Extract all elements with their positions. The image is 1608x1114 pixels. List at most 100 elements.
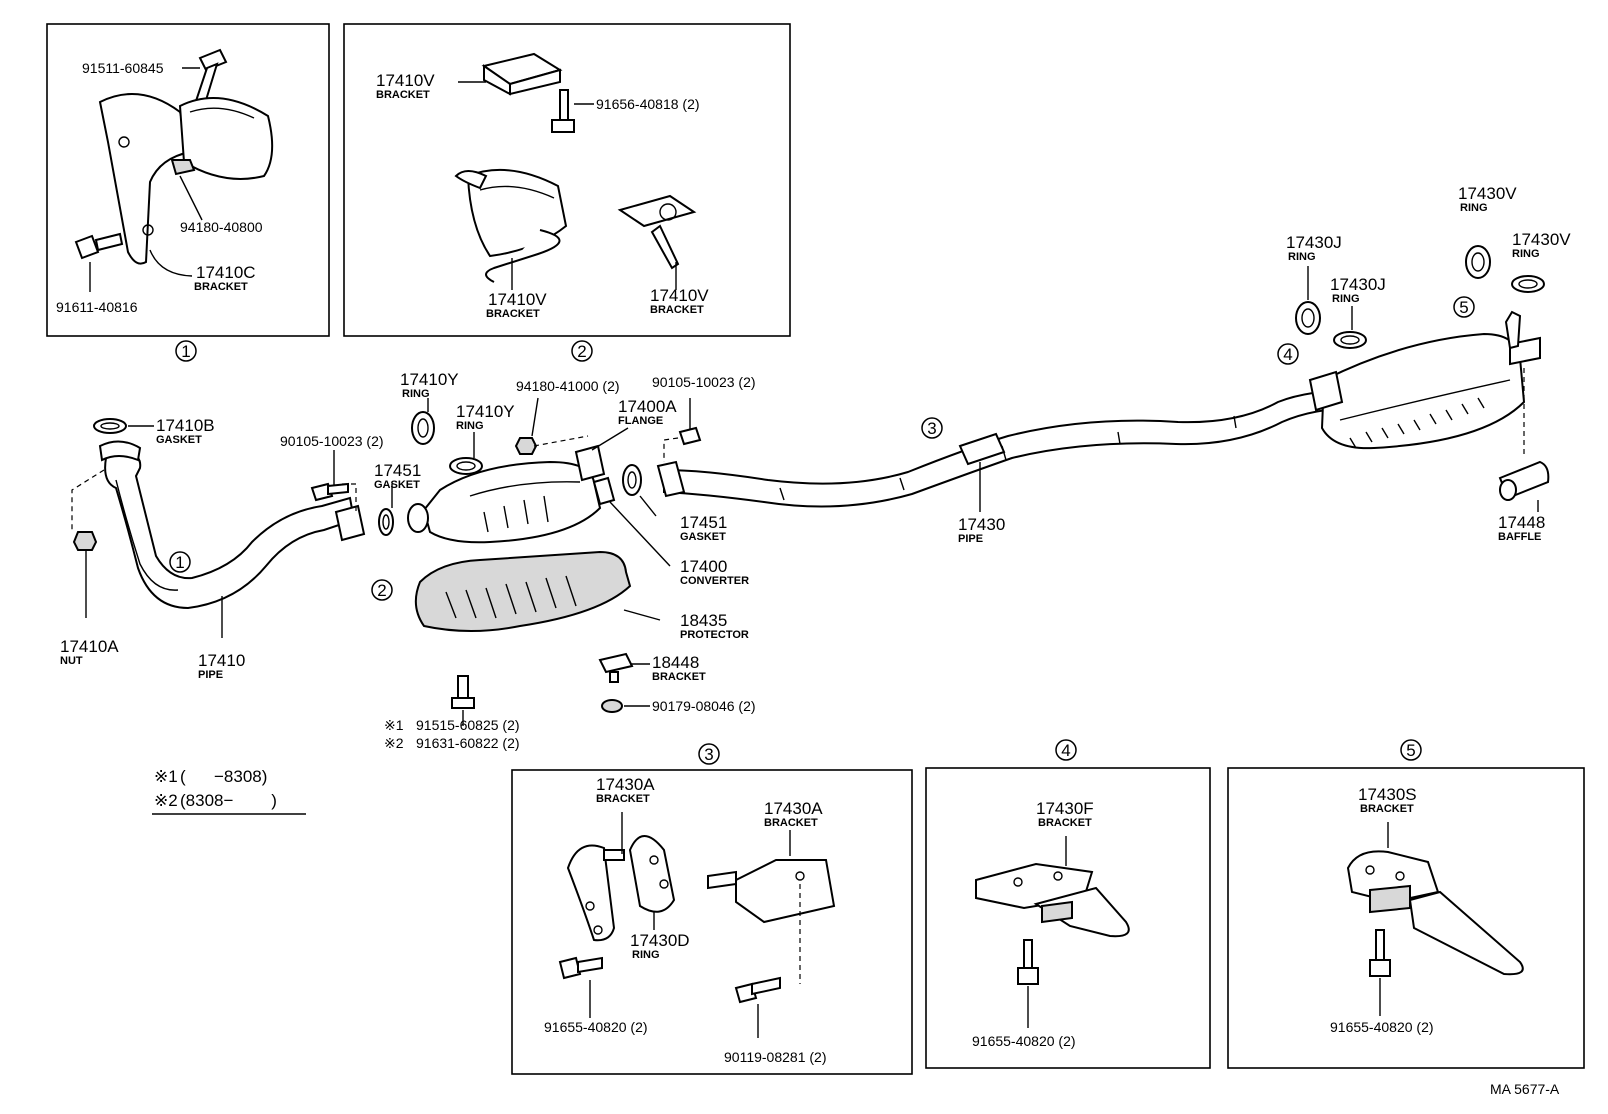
nut-94180-41000-icon[interactable] [514,437,538,455]
label-17430: 17430 [958,515,1005,534]
label-17410y-2: 17410Y [456,402,515,421]
label-17430f: 17430F [1036,799,1094,818]
bracket-17430s-icon[interactable] [1346,850,1524,976]
label-17430j-1: 17430J [1286,233,1342,252]
ring-17430j-2-icon[interactable] [1333,331,1367,349]
svg-text:5: 5 [1459,298,1468,317]
circle-label-5-main: 5 [1453,296,1475,318]
svg-text:3: 3 [927,419,936,438]
inset-box-1: 91511-60845 94180-40800 17410C BRACKET 9… [46,23,330,337]
label-note-mark-2: ※2 [384,735,404,751]
svg-text:1: 1 [181,342,190,361]
label-ring: RING [1512,248,1540,260]
ring-17410y-1-icon[interactable] [411,411,435,445]
diagram-code: MA 5677-A [1490,1081,1560,1097]
label-17430d: 17430D [630,931,690,950]
circle-label-3-box: 3 [698,743,720,765]
bracket-18448-icon[interactable] [598,652,634,683]
inset-box-4: 17430F BRACKET 91655-40820 (2) [925,767,1211,1069]
flange-17400a-icon[interactable] [574,444,606,482]
protector-18435-icon[interactable] [414,550,632,632]
label-91631-60822: 91631-60822 (2) [416,735,520,751]
label-ring: RING [402,388,430,400]
label-ring: RING [1288,251,1316,263]
label-bracket: BRACKET [1360,803,1414,815]
svg-text:3: 3 [704,745,713,764]
center-pipe-17430-icon[interactable] [656,388,1359,508]
gasket-17451-right-icon[interactable] [622,464,642,496]
circle-label-2-main: 2 [371,579,393,601]
label-91511-60845: 91511-60845 [82,60,164,76]
inset-box-5: 17430S BRACKET 91655-40820 (2) [1227,767,1585,1069]
ring-17430v-1-icon[interactable] [1465,245,1491,279]
ring-17430j-1-icon[interactable] [1295,301,1321,335]
label-90119-08281: 90119-08281 (2) [724,1049,826,1065]
label-91611-40816: 91611-40816 [56,299,138,315]
bolt-91611-icon[interactable] [74,232,124,260]
circle-label-1-top: 1 [175,340,197,362]
label-91656-40818: 91656-40818 (2) [596,96,700,112]
label-90179-08046: 90179-08046 (2) [652,698,756,714]
nut-90179-icon[interactable] [601,699,623,713]
converter-17400-icon[interactable] [407,460,616,544]
label-bracket: BRACKET [596,793,650,805]
inset-box-3: 17430A BRACKET 17430A BRACKET 17430D RIN… [511,769,913,1075]
front-pipe-17410-icon[interactable] [98,440,366,610]
label-gasket: GASKET [680,531,726,543]
label-91655-40820-box4: 91655-40820 (2) [972,1033,1076,1049]
bracket-17410v-top-icon[interactable] [481,52,563,96]
label-17430a-left: 17430A [596,775,655,794]
label-17400: 17400 [680,557,727,576]
circle-label-3-main: 3 [921,417,943,439]
muffler-icon[interactable] [1308,310,1541,450]
label-17430j-2: 17430J [1330,275,1386,294]
gasket-17410b-icon[interactable] [93,418,127,434]
label-17410v-right: 17410V [650,286,709,305]
label-17430s: 17430S [1358,785,1417,804]
footnote-mark-1: ※1 [154,767,178,786]
inset-box-2: 17410V BRACKET 91656-40818 (2) 17410V BR… [343,23,791,337]
label-17430a-right: 17430A [764,799,823,818]
label-17410v-top: 17410V [376,71,435,90]
bracket-17410c-icon[interactable] [98,93,274,265]
gasket-17451-left-icon[interactable] [378,508,394,536]
bolt-91655-box5-icon[interactable] [1369,929,1391,977]
bolt-91515-icon[interactable] [451,675,475,709]
nut-17410a-icon[interactable] [72,531,98,551]
label-gasket: GASKET [156,434,202,446]
label-17448: 17448 [1498,513,1545,532]
label-17410y-1: 17410Y [400,370,459,389]
ring-17430v-2-icon[interactable] [1511,275,1545,293]
baffle-17448-icon[interactable] [1498,460,1550,501]
bracket-17430f-icon[interactable] [975,862,1130,938]
label-17410a: 17410A [60,637,119,656]
label-17400a: 17400A [618,397,677,416]
label-bracket: BRACKET [650,304,704,316]
bolt-91655-box3-icon[interactable] [558,956,603,980]
ring-17410y-2-icon[interactable] [449,457,483,475]
bolt-90105-right-icon[interactable] [678,426,702,446]
label-pipe: PIPE [198,669,223,681]
bracket-17410v-right-icon[interactable] [617,194,697,270]
label-ring: RING [1460,202,1488,214]
label-17410v-left: 17410V [488,290,547,309]
label-91515-60825: 91515-60825 (2) [416,717,520,733]
bolt-91656-icon[interactable] [551,89,575,133]
svg-text:2: 2 [577,342,586,361]
nut-94180-icon[interactable] [170,159,196,176]
bracket-17430a-left-icon[interactable] [566,844,625,942]
ring-17430d-icon[interactable] [628,835,676,913]
label-bracket: BRACKET [194,281,248,293]
bolt-90105-left-icon[interactable] [310,482,349,502]
bracket-17410v-left-icon[interactable] [454,168,568,283]
svg-text:4: 4 [1061,741,1070,760]
circle-label-2-top: 2 [571,340,593,362]
bolt-91655-box4-icon[interactable] [1017,939,1039,985]
label-17451-right: 17451 [680,513,727,532]
bracket-17430a-right-icon[interactable] [707,859,836,924]
circle-label-5-box: 5 [1400,739,1422,761]
bolt-90119-icon[interactable] [734,976,781,1004]
circle-label-4-box: 4 [1055,739,1077,761]
label-17451-left: 17451 [374,461,421,480]
svg-text:4: 4 [1283,345,1292,364]
